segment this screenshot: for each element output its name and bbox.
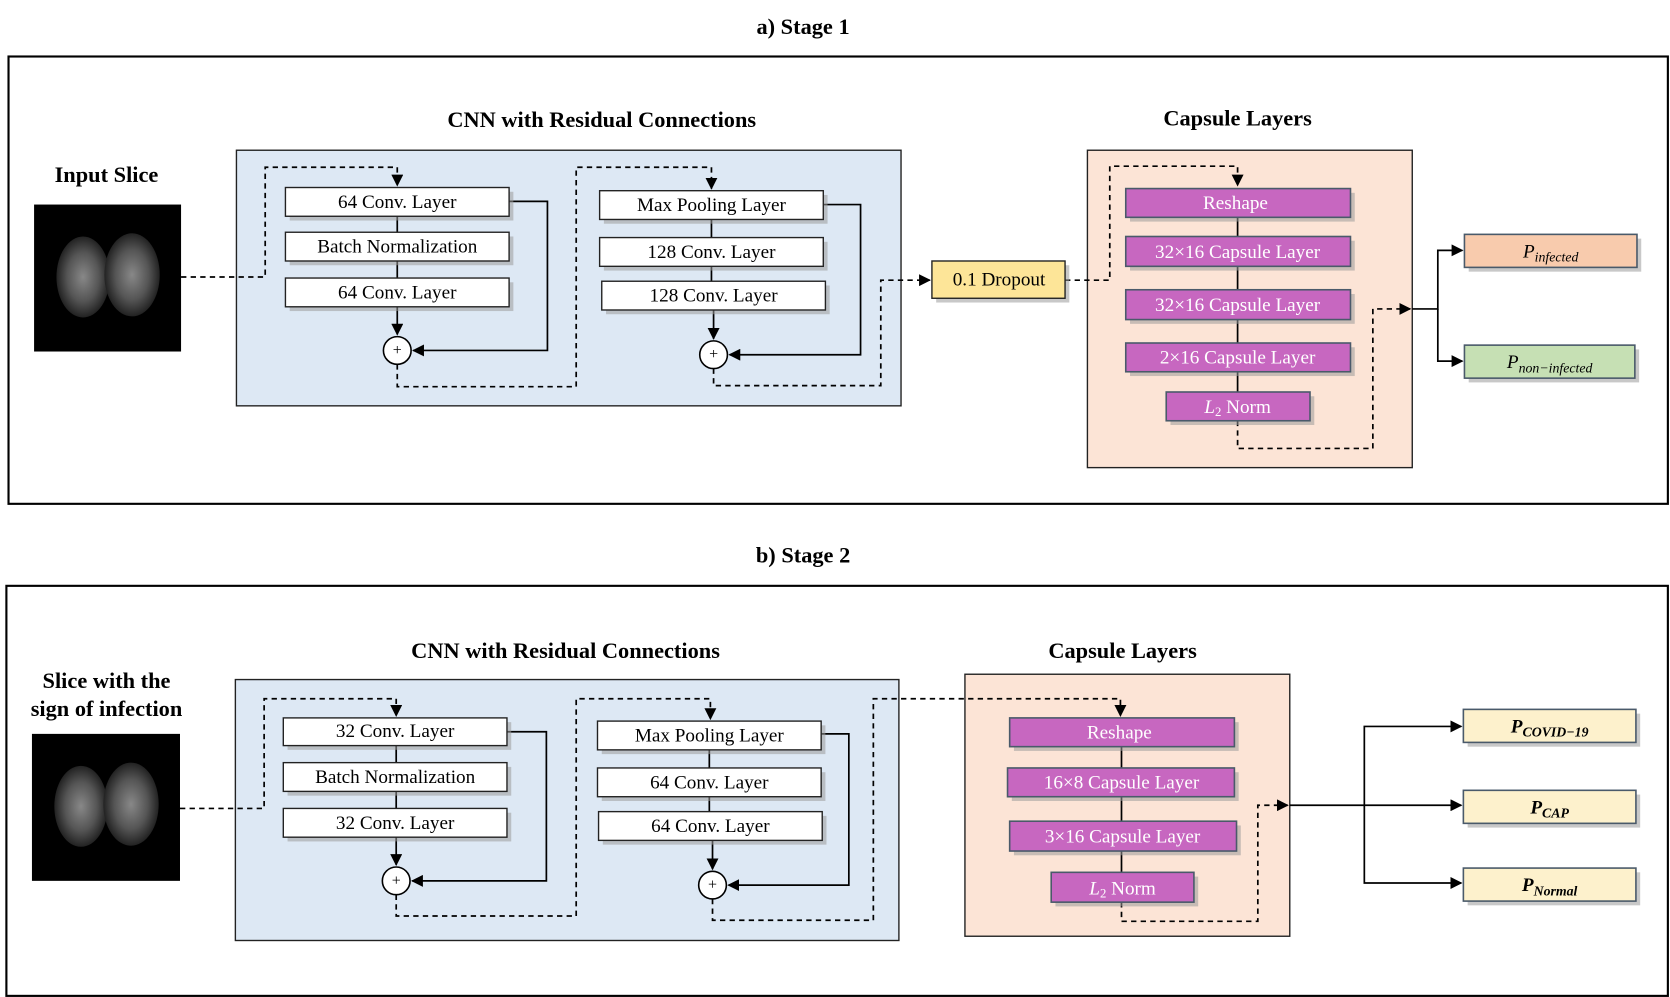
add-icon: [698, 340, 729, 370]
layer-label: Max Pooling Layer: [635, 726, 785, 747]
norm-label: L2 Norm: [1088, 878, 1156, 901]
plus-symbol: +: [709, 346, 718, 363]
layer-label: 2×16 Capsule Layer: [1160, 347, 1316, 368]
norm-label: L2 Norm: [1203, 396, 1271, 419]
layer-label: 64 Conv. Layer: [338, 282, 457, 303]
layer-label: 16×8 Capsule Layer: [1044, 772, 1200, 793]
layer-label: 64 Conv. Layer: [338, 192, 457, 213]
stage1-cnn-title: CNN with Residual Connections: [447, 107, 756, 132]
layer-label: Reshape: [1203, 193, 1268, 214]
layer-label: 32 Conv. Layer: [336, 813, 455, 834]
svg-text:Pinfected: Pinfected: [1522, 241, 1579, 264]
stage1-connections: [181, 165, 1464, 450]
layer-label: Batch Normalization: [317, 237, 478, 258]
svg-text:PCAP: PCAP: [1529, 797, 1569, 820]
layer-label: 32 Conv. Layer: [336, 721, 455, 742]
layer-label: 3×16 Capsule Layer: [1045, 827, 1201, 848]
stage2-connections: [179, 697, 1463, 923]
stage1-frame: [7, 55, 1669, 505]
svg-text:Pnon−infected: Pnon−infected: [1506, 352, 1593, 375]
stage1-cnn-block1: 64 Conv. Layer Batch Normalization 64 Co…: [284, 186, 514, 366]
dropout-label: 0.1 Dropout: [953, 270, 1046, 291]
layer-label: 64 Conv. Layer: [650, 772, 769, 793]
stage2-cnn-block2: Max Pooling Layer 64 Conv. Layer 64 Conv…: [596, 720, 827, 900]
stage2-output-normal: PNormal: [1462, 867, 1641, 906]
layer-label: 128 Conv. Layer: [650, 286, 779, 307]
add-icon: [382, 335, 412, 366]
stage2-cnn-title: CNN with Residual Connections: [411, 638, 720, 663]
svg-text:PNormal: PNormal: [1521, 875, 1578, 898]
stage2-input-label-line1: Slice with the: [43, 668, 171, 693]
stage2-output-cap: PCAP: [1462, 789, 1641, 828]
layer-label: Max Pooling Layer: [637, 195, 787, 216]
layer-label: Reshape: [1087, 722, 1152, 743]
stage1-title: a) Stage 1: [756, 14, 849, 39]
stage2-input-label-line2: sign of infection: [31, 696, 183, 721]
stage2-output-covid19: PCOVID−19: [1462, 708, 1641, 747]
plus-symbol: +: [708, 877, 717, 894]
stage2-capsule-layers: Reshape 16×8 Capsule Layer 3×16 Capsule …: [1006, 717, 1241, 907]
stage2-title: b) Stage 2: [756, 542, 850, 567]
plus-symbol: +: [392, 872, 401, 889]
stage2-cnn-block1: 32 Conv. Layer Batch Normalization 32 Co…: [282, 717, 512, 896]
stage1-input-label: Input Slice: [55, 162, 159, 187]
layer-label: 32×16 Capsule Layer: [1155, 295, 1321, 316]
dropout-layer: 0.1 Dropout: [931, 260, 1070, 303]
layer-label: 32×16 Capsule Layer: [1155, 242, 1321, 263]
stage1-input-image: [34, 204, 182, 352]
stage2-frame: [5, 584, 1669, 997]
stage2-capsule-title: Capsule Layers: [1048, 638, 1197, 663]
plus-symbol: +: [393, 342, 402, 359]
stage1-output-infected: Pinfected: [1463, 233, 1642, 272]
stage1-capsule-layers: Reshape 32×16 Capsule Layer 32×16 Capsul…: [1124, 187, 1355, 426]
layer-label: 64 Conv. Layer: [651, 816, 770, 837]
stage1-cnn-block2: Max Pooling Layer 128 Conv. Layer 128 Co…: [598, 190, 830, 370]
stage2-input-image: [31, 733, 180, 881]
add-icon: [697, 870, 728, 900]
stage1-output-non-infected: Pnon−infected: [1463, 344, 1640, 383]
layer-label: 128 Conv. Layer: [647, 242, 776, 263]
layer-label: Batch Normalization: [315, 767, 476, 788]
stage1-capsule-title: Capsule Layers: [1163, 106, 1312, 131]
add-icon: [381, 866, 411, 896]
svg-text:PCOVID−19: PCOVID−19: [1510, 716, 1589, 739]
